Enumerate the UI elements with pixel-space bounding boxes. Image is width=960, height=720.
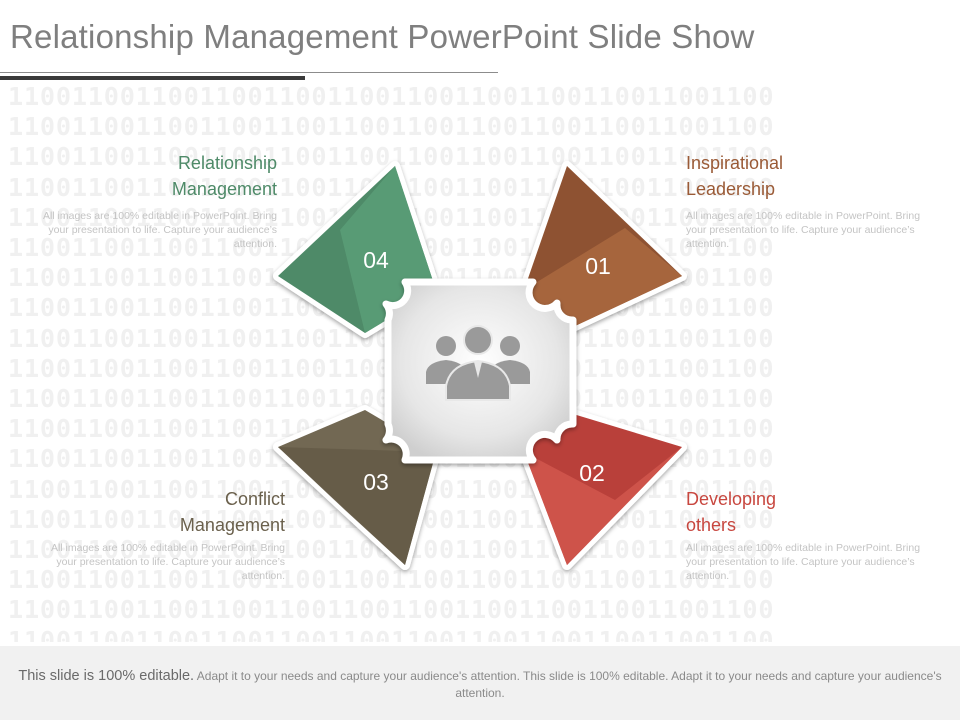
segment-02-number: 02 <box>579 460 605 486</box>
segment-01-number: 01 <box>585 253 611 279</box>
slide-title: Relationship Management PowerPoint Slide… <box>10 18 755 55</box>
segment-03-heading-line1: Conflict <box>224 489 285 509</box>
segment-01-heading: Inspirational Leadership <box>686 150 783 202</box>
footer-body: Adapt it to your needs and capture your … <box>196 669 942 700</box>
segment-04-heading-line1: Relationship <box>177 153 277 173</box>
segment-04-number: 04 <box>363 247 389 273</box>
segment-02-heading-line2: others <box>686 515 737 535</box>
segment-03-heading: Conflict Management <box>180 486 285 538</box>
segment-03-heading-line2: Management <box>179 515 285 535</box>
segment-02-heading-line1: Developing <box>686 489 777 509</box>
segment-01-shape <box>519 161 687 338</box>
segment-03-shape <box>273 405 441 570</box>
segment-03-number: 03 <box>363 469 389 495</box>
segment-02-shape <box>519 405 687 570</box>
footer-lead: This slide is 100% editable. <box>18 668 195 684</box>
people-group-icon <box>426 325 530 401</box>
segment-01-heading-line2: Leadership <box>686 179 776 199</box>
segment-01-heading-line1: Inspirational <box>686 153 784 173</box>
footer-text: This slide is 100% editable. Adapt it to… <box>15 668 945 702</box>
segment-04-description: All images are 100% editable in PowerPoi… <box>42 210 277 250</box>
segment-02-description: All images are 100% editable in PowerPoi… <box>686 542 921 582</box>
segment-01-description: All images are 100% editable in PowerPoi… <box>686 210 921 250</box>
segment-03-description: All images are 100% editable in PowerPoi… <box>50 542 285 582</box>
segment-04-heading-line2: Management <box>171 179 277 199</box>
segment-02-heading: Developing others <box>686 486 776 538</box>
segment-04-heading: Relationship Management <box>172 150 277 202</box>
footer-bar: This slide is 100% editable. Adapt it to… <box>0 646 960 720</box>
title-rule-thick <box>0 76 305 80</box>
title-rule-thin <box>0 72 498 73</box>
